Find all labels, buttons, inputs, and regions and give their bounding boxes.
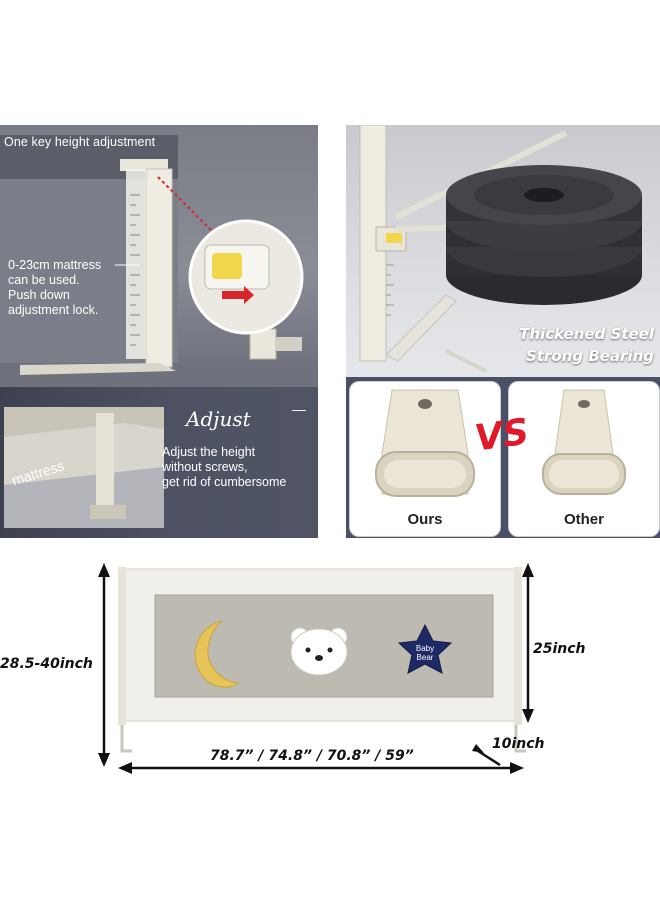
moon-icon — [194, 620, 240, 688]
bearing-comparison-panel: Thickened Steel Strong Bearing Ours Othe… — [346, 125, 660, 538]
lock-button-yellow — [212, 253, 242, 279]
push-arrow-icon — [222, 286, 254, 304]
bed-rail-front-illustration — [98, 563, 534, 774]
separator-dash: — — [292, 401, 306, 417]
weight-on-rail-illustration — [359, 125, 642, 373]
bearing-photo: Thickened Steel Strong Bearing — [346, 125, 660, 377]
vs-label: VS — [472, 411, 532, 460]
depth-dimension-label: 10inch — [492, 736, 545, 752]
rail-height-dimension-label: 25inch — [533, 641, 586, 657]
height-scale-ticks — [130, 194, 140, 346]
thickened-steel-title: Thickened Steel Strong Bearing — [519, 325, 654, 365]
mattress-photo — [4, 407, 164, 528]
product-dimension-diagram: Baby Bear 28.5-40inch 25inch 78.7” / 74.… — [0, 555, 660, 790]
star-badge-text: Baby Bear — [415, 644, 435, 662]
mattress-range-note: 0-23cm mattress can be used. Push down a… — [8, 258, 102, 317]
other-tube-icon — [542, 389, 626, 495]
other-label: Other — [563, 511, 604, 528]
bear-face-icon — [290, 627, 348, 676]
adjust-section: — — [0, 387, 318, 538]
ours-tube-card: Ours — [349, 381, 501, 537]
adjust-description: Adjust the height without screws, get ri… — [162, 445, 287, 489]
other-tube-card: Other — [508, 381, 660, 537]
ours-tube-icon — [375, 389, 475, 497]
bed-rail-side-illustration — [0, 135, 318, 387]
star-badge-icon — [397, 623, 453, 674]
height-dimension-label: 28.5-40inch — [0, 656, 93, 672]
height-adjustment-photo: One key height adjustment 0-23cm mattres… — [0, 125, 318, 387]
dimension-arrows — [98, 563, 534, 774]
width-dimension-label: 78.7” / 74.8” / 70.8” / 59” — [210, 748, 414, 764]
one-key-adjustment-title: One key height adjustment — [4, 135, 156, 149]
height-adjustment-panel: One key height adjustment 0-23cm mattres… — [0, 125, 318, 538]
adjust-heading: Adjust — [186, 407, 251, 431]
steel-weights — [446, 165, 642, 305]
ours-label: Ours — [407, 511, 443, 528]
